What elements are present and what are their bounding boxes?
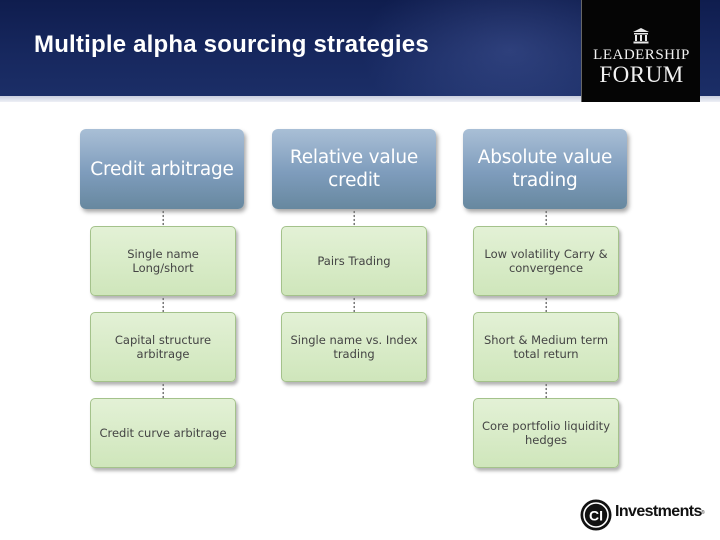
connector xyxy=(162,297,164,313)
strategy-box-low-volatility-carry: Low volatility Carry & convergence xyxy=(473,226,619,296)
column-header-credit-arbitrage: Credit arbitrage xyxy=(80,129,244,209)
pillar-icon xyxy=(633,28,649,44)
ci-logo-trademark: ® xyxy=(701,510,705,516)
strategy-box-single-name-long-short: Single name Long/short xyxy=(90,226,236,296)
connector xyxy=(353,297,355,313)
connector xyxy=(545,210,547,226)
connector xyxy=(353,210,355,226)
strategy-box-capital-structure-arbitrage: Capital structure arbitrage xyxy=(90,312,236,382)
ci-investments-logo: CI Investments ® xyxy=(579,498,709,532)
connector xyxy=(545,297,547,313)
strategy-box-credit-curve-arbitrage: Credit curve arbitrage xyxy=(90,398,236,468)
connector xyxy=(545,383,547,399)
leadership-forum-logo: LEADERSHIP FORUM xyxy=(581,0,700,102)
strategy-box-pairs-trading: Pairs Trading xyxy=(281,226,427,296)
strategy-box-single-name-vs-index: Single name vs. Index trading xyxy=(281,312,427,382)
header-divider xyxy=(0,96,720,102)
connector xyxy=(162,210,164,226)
logo-text-forum: FORUM xyxy=(599,62,684,87)
ci-logo-mark-text: CI xyxy=(589,508,603,524)
column-header-absolute-value-trading: Absolute value trading xyxy=(463,129,627,209)
connector xyxy=(162,383,164,399)
ci-logo-mark-icon: CI xyxy=(580,499,612,531)
strategy-box-core-portfolio-liquidity-hedges: Core portfolio liquidity hedges xyxy=(473,398,619,468)
logo-text-leadership: LEADERSHIP xyxy=(593,47,690,63)
slide-title: Multiple alpha sourcing strategies xyxy=(34,31,429,58)
strategy-box-short-medium-total-return: Short & Medium term total return xyxy=(473,312,619,382)
ci-logo-text: Investments xyxy=(615,503,702,520)
column-header-relative-value-credit: Relative value credit xyxy=(272,129,436,209)
